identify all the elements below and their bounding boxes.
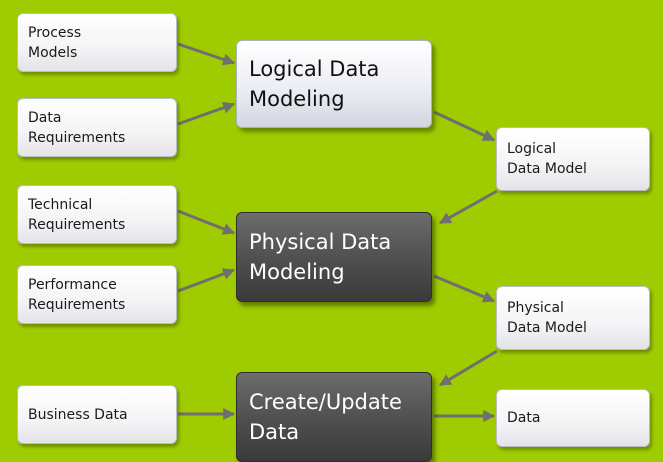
arrow-physical-model-to-create-update	[438, 349, 498, 387]
input-data-requirements: Data Requirements	[17, 98, 177, 157]
process-create-update-data: Create/Update Data	[236, 372, 432, 462]
process-logical-data-modeling-label: Logical Data Modeling	[249, 57, 380, 111]
arrow-logical-model-to-physical-modeling	[438, 189, 498, 225]
output-data-label: Data	[507, 410, 541, 426]
output-physical-data-model-label: Physical Data Model	[507, 300, 587, 336]
input-technical-requirements: Technical Requirements	[17, 185, 177, 244]
arrow-logical-modeling-to-logical-model	[433, 110, 496, 142]
input-process-models: Process Models	[17, 13, 177, 72]
input-process-models-label: Process Models	[28, 24, 82, 61]
input-business-data: Business Data	[17, 385, 177, 444]
input-data-requirements-label: Data Requirements	[28, 109, 126, 146]
arrow-data-requirements-to-logical-modeling	[177, 101, 236, 126]
arrow-physical-modeling-to-physical-model	[433, 274, 496, 303]
output-data: Data	[496, 389, 650, 447]
process-create-update-data-label: Create/Update Data	[249, 390, 402, 444]
input-business-data-label: Business Data	[28, 406, 128, 423]
process-physical-data-modeling: Physical Data Modeling	[236, 212, 432, 302]
input-performance-requirements-label: Performance Requirements	[28, 276, 126, 313]
process-physical-data-modeling-label: Physical Data Modeling	[249, 230, 392, 284]
output-logical-data-model: Logical Data Model	[496, 127, 650, 191]
process-logical-data-modeling: Logical Data Modeling	[236, 40, 432, 128]
arrow-process-models-to-logical-modeling	[177, 42, 236, 66]
input-technical-requirements-label: Technical Requirements	[28, 196, 126, 233]
input-performance-requirements: Performance Requirements	[17, 265, 177, 324]
output-physical-data-model: Physical Data Model	[496, 286, 650, 350]
arrow-performance-requirements-to-physical-modeling	[177, 268, 236, 293]
output-logical-data-model-label: Logical Data Model	[507, 141, 587, 177]
arrow-technical-requirements-to-physical-modeling	[177, 209, 236, 235]
